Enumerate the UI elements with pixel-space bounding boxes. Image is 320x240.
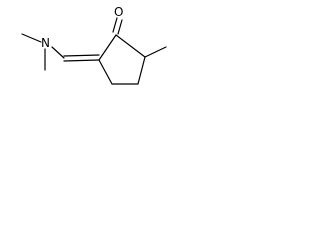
- oxygen-label: O: [114, 5, 123, 19]
- bond-exocyclic-1: [63, 59, 100, 62]
- bond-ring-c2-c3: [98, 59, 113, 85]
- bond-ring-c5-c1: [115, 34, 146, 58]
- nitrogen-label: N: [41, 36, 50, 50]
- bond-carbonyl-2: [112, 17, 118, 33]
- bond-n-methyl-left: [21, 33, 42, 43]
- molecule-structure: O N: [21, 5, 167, 85]
- bond-ch-n: [51, 46, 65, 59]
- bond-exocyclic-2: [63, 54, 100, 57]
- bond-ring-c4-c5: [137, 56, 146, 85]
- structure-canvas: O N: [0, 0, 182, 114]
- bond-ring-c1-c2: [98, 34, 117, 61]
- bond-methyl: [144, 46, 167, 58]
- bond-carbonyl-1: [117, 19, 123, 35]
